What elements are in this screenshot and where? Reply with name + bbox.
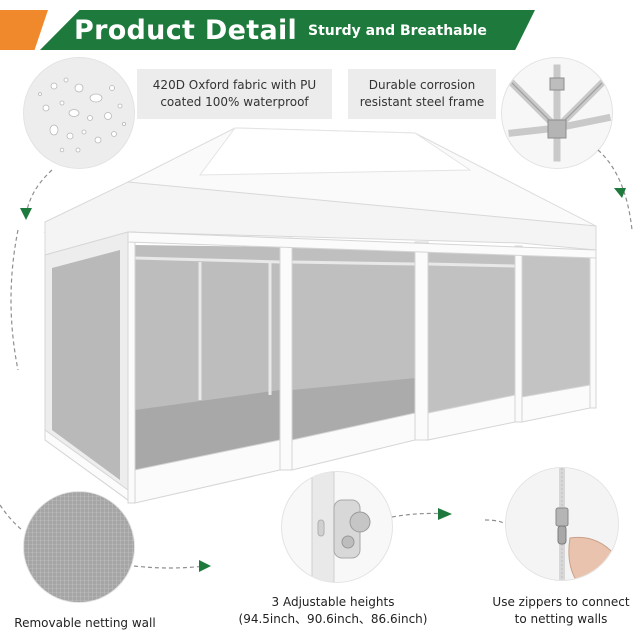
zippers-feature-label: Use zippers to connect to netting walls bbox=[485, 594, 637, 628]
frame-label-line2: resistant steel frame bbox=[359, 95, 485, 109]
frame-label-line1: Durable corrosion bbox=[368, 78, 476, 92]
netting-mesh-icon bbox=[24, 492, 134, 602]
water-droplets-icon bbox=[24, 58, 134, 168]
fabric-label-line2: coated 100% waterproof bbox=[160, 95, 309, 109]
zippers-label-line1: Use zippers to connect bbox=[492, 595, 630, 609]
header-banner: Product Detail Sturdy and Breathable bbox=[0, 10, 640, 50]
banner-green-bar bbox=[40, 10, 535, 50]
netting-feature-label: Removable netting wall bbox=[14, 616, 156, 630]
page-subtitle: Sturdy and Breathable bbox=[308, 23, 487, 39]
heights-label-line2: (94.5inch、90.6inch、86.6inch) bbox=[238, 612, 428, 626]
fabric-feature-label: 420D Oxford fabric with PU coated 100% w… bbox=[137, 69, 332, 119]
heights-label-line1: 3 Adjustable heights bbox=[271, 595, 395, 609]
heights-feature-label: 3 Adjustable heights (94.5inch、90.6inch、… bbox=[228, 594, 438, 628]
steel-frame-joint-icon bbox=[502, 58, 612, 168]
page-title: Product Detail bbox=[74, 15, 298, 46]
arrow-icon bbox=[20, 188, 626, 572]
zipper-pull-icon bbox=[506, 468, 618, 580]
frame-feature-label: Durable corrosion resistant steel frame bbox=[348, 69, 496, 119]
height-lock-icon bbox=[282, 472, 392, 582]
zippers-label-line2: to netting walls bbox=[514, 612, 608, 626]
fabric-label-line1: 420D Oxford fabric with PU bbox=[152, 78, 317, 92]
